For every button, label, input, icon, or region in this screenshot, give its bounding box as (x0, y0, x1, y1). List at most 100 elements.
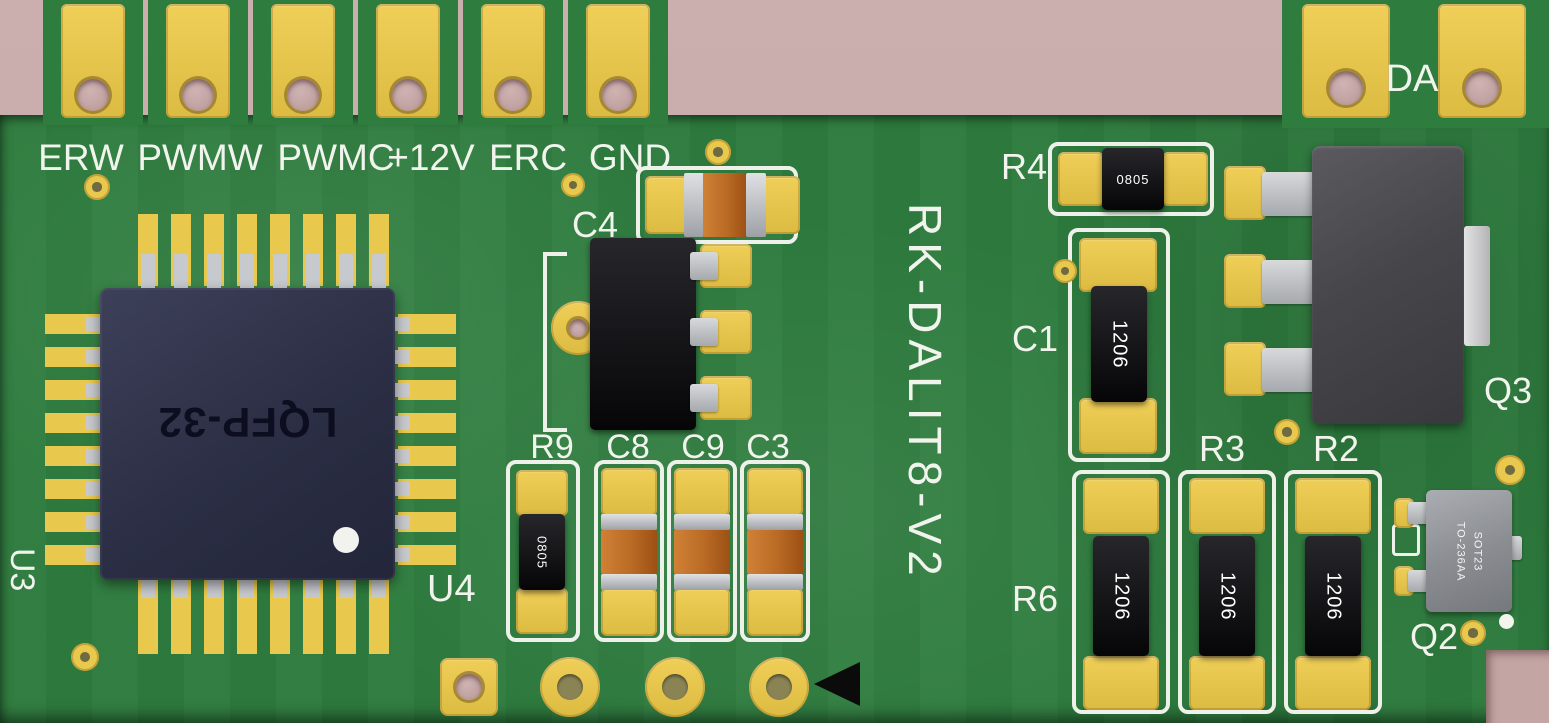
cap-c9-terminal (674, 514, 730, 530)
smd-pad (1162, 152, 1208, 206)
silk-label-u3: U3 (3, 548, 41, 592)
via (1053, 259, 1077, 283)
silk-outline-c1 (1068, 228, 1170, 462)
silk-label-erw: ERW (38, 137, 124, 178)
smd-pad (1295, 656, 1371, 710)
smd-pad (601, 588, 657, 636)
smd-pad (1083, 656, 1159, 710)
transistor-q3-lead (1262, 172, 1316, 216)
plated-hole (662, 674, 688, 700)
ic-u3-marking: LQFP-32 (157, 399, 338, 446)
qfp-leads-top (141, 254, 402, 290)
silk-label-12v: +12V (387, 137, 475, 178)
cap-c8-terminal (601, 514, 657, 530)
transistor-q3-lead (1262, 260, 1316, 304)
drill-hole (456, 674, 482, 700)
transistor-q2-marking: SOT23 TO-236AA (1455, 521, 1484, 581)
silk-outline-r9 (506, 460, 580, 642)
regulator-lead (690, 384, 718, 412)
silk-label-r2: R2 (1312, 428, 1360, 469)
silk-label-erc: ERC (488, 137, 568, 178)
silk-label-pwmc: PWMC (277, 137, 395, 178)
cap-c4-terminal (684, 173, 704, 237)
smd-pad (1224, 342, 1266, 396)
silk-outline-c8 (594, 460, 664, 642)
smd-pad (516, 470, 568, 516)
transistor-q3-lead (1262, 348, 1316, 392)
resistor-r2-marking: 1206 (1322, 571, 1345, 621)
smd-pad (1079, 238, 1157, 292)
via (1274, 419, 1300, 445)
cap-c1-body: 1206 (1091, 286, 1147, 402)
smd-pad (1224, 166, 1266, 220)
drill-hole (569, 319, 587, 337)
smd-pad (674, 468, 730, 516)
smd-pad (1189, 478, 1265, 534)
cap-c4-body (703, 173, 747, 237)
regulator-lead (690, 252, 718, 280)
smd-pad (1079, 398, 1157, 454)
transistor-q2-lead (1408, 502, 1430, 524)
silk-outline-c9 (667, 460, 737, 642)
cap-c8-terminal (601, 574, 657, 590)
regulator-lead (690, 318, 718, 346)
silk-label-r9: R9 (530, 428, 574, 466)
cap-c4-terminal (746, 173, 766, 237)
drill-hole (1329, 71, 1363, 105)
silk-label-u4: U4 (427, 568, 476, 610)
resistor-r4-body: 0805 (1102, 148, 1164, 210)
silk-label-r3: R3 (1198, 428, 1246, 469)
silk-outline-r2 (1284, 470, 1382, 714)
smd-pad (674, 588, 730, 636)
resistor-r3-marking: 1206 (1216, 571, 1239, 621)
drill-hole (182, 79, 214, 111)
cap-c9-terminal (674, 574, 730, 590)
resistor-r9-body: 0805 (519, 514, 565, 590)
silk-label-da: DA (1385, 58, 1439, 100)
plated-hole (557, 674, 583, 700)
transistor-q3-body (1312, 146, 1464, 424)
resistor-r9-marking: 0805 (534, 535, 550, 569)
cap-c3-terminal (747, 514, 803, 530)
cap-c3-terminal (747, 574, 803, 590)
smd-pad (516, 588, 568, 634)
resistor-r2-body: 1206 (1305, 536, 1361, 656)
silk-label-c1: C1 (1011, 318, 1059, 359)
resistor-r3-body: 1206 (1199, 536, 1255, 656)
drill-hole (392, 79, 424, 111)
via (1460, 620, 1486, 646)
silk-label-c3: C3 (746, 428, 790, 466)
smd-pad (1295, 478, 1371, 534)
silk-outline-r3 (1178, 470, 1276, 714)
regulator-body (590, 238, 696, 430)
drill-hole (497, 79, 529, 111)
polarity-arrow-mark (814, 662, 860, 706)
via (84, 174, 110, 200)
smd-pad (1083, 478, 1159, 534)
smd-pad (1058, 152, 1104, 206)
silk-label-c8: C8 (606, 428, 650, 466)
silk-label-c9: C9 (681, 428, 725, 466)
resistor-r6-marking: 1206 (1110, 571, 1133, 621)
smd-pad (747, 468, 803, 516)
silk-outline-r4 (1048, 142, 1214, 216)
silk-label-q3: Q3 (1483, 370, 1533, 411)
ic-u3-pin1-dot (333, 527, 359, 553)
via (71, 643, 99, 671)
cap-c9-body (674, 530, 730, 574)
board-cutout (1486, 650, 1549, 723)
silk-label-pwmw: PWMW (137, 137, 263, 178)
smd-pad (1189, 656, 1265, 710)
via (705, 139, 731, 165)
silk-dot (1499, 614, 1514, 629)
cap-c3-body (747, 530, 803, 574)
via (561, 173, 585, 197)
via (1495, 455, 1525, 485)
silk-label-r4: R4 (1000, 146, 1048, 187)
plated-hole (766, 674, 792, 700)
transistor-q3-tab (1464, 226, 1490, 346)
cap-c1-marking: 1206 (1108, 319, 1131, 369)
silk-label-q2: Q2 (1409, 616, 1459, 657)
drill-hole (602, 79, 634, 111)
smd-pad (601, 468, 657, 516)
